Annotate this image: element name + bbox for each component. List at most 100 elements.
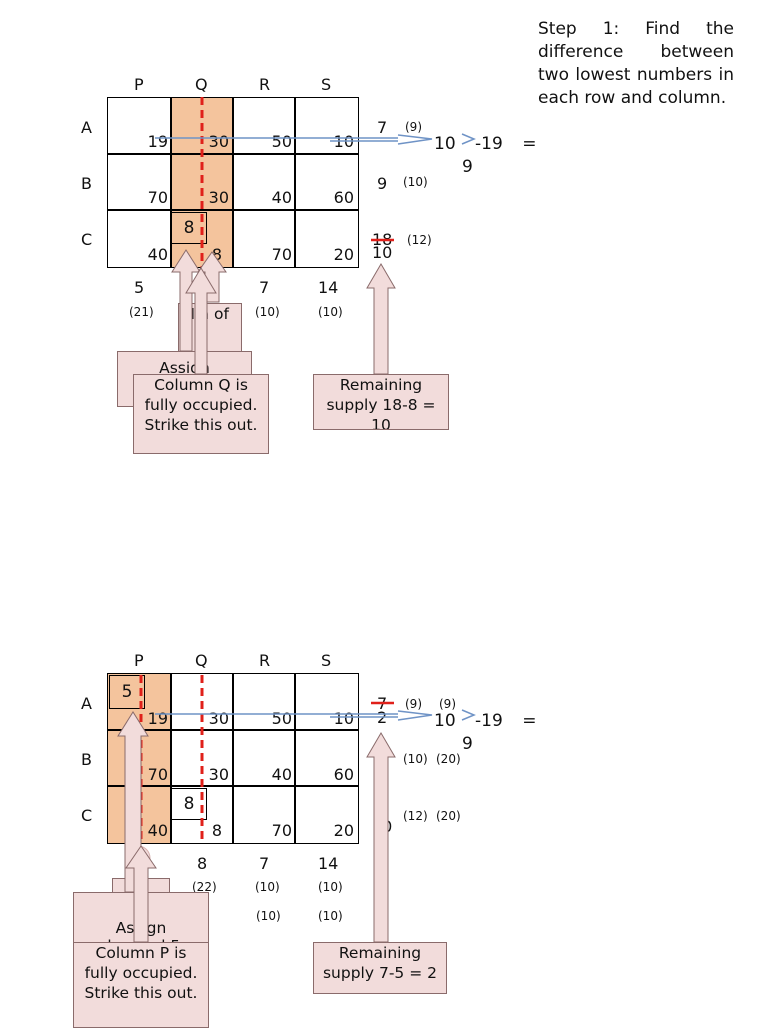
row-header-c: C	[81, 806, 93, 825]
row-header-b: B	[81, 750, 92, 769]
demand-q: 8	[197, 854, 208, 873]
table-cell	[294, 729, 359, 787]
row-header-a: A	[81, 694, 92, 713]
callout-arrow	[125, 845, 157, 943]
callout-arrow	[185, 267, 217, 375]
cost-b-s: 60	[333, 188, 354, 207]
table-cell	[232, 209, 296, 268]
col-penalty-s-1: (10)	[318, 880, 343, 894]
col-penalty-r: (10)	[255, 305, 280, 319]
col-penalty-s: (10)	[318, 305, 343, 319]
allocation-box-c-q: 8	[171, 212, 207, 244]
table-cell	[294, 97, 359, 155]
row-penalty-c: (12)	[407, 233, 432, 247]
col-penalty-s-2: (10)	[318, 909, 343, 923]
callout-arrow	[366, 732, 396, 943]
col-penalty-r-2: (10)	[256, 909, 281, 923]
callout-remaining-text-2: Remaining supply 7-5 = 2	[322, 944, 437, 982]
row-penalty-a-2: (9)	[439, 697, 456, 711]
pointer-arrowhead	[397, 710, 433, 721]
row-header-a: A	[81, 118, 92, 137]
table-cell	[294, 785, 359, 844]
col-penalty-p: (21)	[129, 305, 154, 319]
cost-c-r: 70	[271, 821, 292, 840]
cost-b-s: 60	[333, 765, 354, 784]
demand-s: 14	[318, 278, 339, 297]
allocation-box-a-p: 5	[109, 675, 145, 709]
cost-b-q: 30	[208, 188, 229, 207]
callout-column-q-text: Column Q is fully occupied. Strike this …	[144, 376, 258, 434]
formula-1: 10 -19 =	[434, 134, 537, 154]
cost-b-p: 70	[147, 765, 168, 784]
formula-2: 10 -19 =	[434, 711, 537, 731]
row-penalty-a-1: (9)	[405, 697, 422, 711]
row-penalty-b-1: (10)	[403, 752, 428, 766]
callout-remaining-text-1: Remaining supply 18-8 = 10	[326, 376, 436, 430]
table-cell	[232, 97, 296, 155]
column-header-s: S	[321, 75, 332, 94]
callout-column-p-text: Column P is fully occupied. Strike this …	[84, 944, 198, 1002]
callout-arrow	[171, 249, 201, 352]
column-header-s: S	[321, 651, 332, 670]
supply-c-new: 10	[372, 243, 393, 262]
cost-c-q: 8	[211, 821, 222, 840]
table-cell	[107, 153, 172, 211]
cost-c-r: 70	[271, 245, 292, 264]
table-cell	[294, 209, 359, 268]
cost-c-s: 20	[333, 821, 354, 840]
allocation-value-q: 8	[183, 794, 195, 814]
allocation-value-p: 5	[121, 682, 133, 702]
row-header-b: B	[81, 174, 92, 193]
pointer-arrowhead	[461, 133, 476, 145]
row-penalty-b: (10)	[403, 175, 428, 189]
column-header-q: Q	[195, 651, 208, 670]
cost-b-r: 40	[271, 765, 292, 784]
demand-r: 7	[259, 854, 270, 873]
cost-b-r: 40	[271, 188, 292, 207]
supply-b: 9	[377, 174, 388, 193]
supply-a: 7	[377, 118, 388, 137]
formula-1-result: 9	[462, 157, 473, 177]
row-penalty-b-2: (20)	[436, 752, 461, 766]
cost-c-p: 40	[147, 821, 168, 840]
row-penalty-a: (9)	[405, 120, 422, 134]
pointer-arrowhead	[461, 709, 476, 721]
table-cell	[232, 153, 296, 211]
table-cell	[232, 673, 296, 731]
row-penalty-c-1: (12)	[403, 809, 428, 823]
row-header-c: C	[81, 230, 93, 249]
cost-b-p: 70	[147, 188, 168, 207]
table-cell	[107, 97, 172, 155]
row-penalty-c-2: (20)	[436, 809, 461, 823]
step-instruction: Step 1: Find the difference between two …	[538, 19, 734, 108]
column-header-q: Q	[195, 75, 208, 94]
callout-arrow	[366, 263, 396, 375]
cost-c-q: 8	[211, 245, 222, 264]
demand-r: 7	[259, 278, 270, 297]
cost-a-q: 30	[208, 132, 229, 151]
table-cell	[232, 785, 296, 844]
allocation-box-c-q: 8	[171, 788, 207, 820]
demand-p: 5	[134, 278, 145, 297]
cost-a-r: 50	[271, 132, 292, 151]
callout-column-q: Column Q is fully occupied. Strike this …	[133, 374, 269, 454]
demand-s: 14	[318, 854, 339, 873]
cost-c-p: 40	[147, 245, 168, 264]
formula-2-result: 9	[462, 734, 473, 754]
column-header-p: P	[134, 75, 144, 94]
pointer-arrowhead	[397, 134, 433, 145]
callout-remaining-supply-1: Remaining supply 18-8 = 10	[313, 374, 449, 430]
callout-remaining-supply-2: Remaining supply 7-5 = 2	[313, 942, 447, 994]
table-cell	[232, 729, 296, 787]
col-penalty-r-1: (10)	[255, 880, 280, 894]
table-cell	[294, 153, 359, 211]
table-cell	[294, 673, 359, 731]
allocation-value: 8	[183, 218, 195, 238]
column-header-r: R	[259, 651, 271, 670]
column-header-p: P	[134, 651, 144, 670]
cost-c-s: 20	[333, 245, 354, 264]
cost-b-q: 30	[208, 765, 229, 784]
column-header-r: R	[259, 75, 271, 94]
cost-a-p: 19	[147, 132, 168, 151]
